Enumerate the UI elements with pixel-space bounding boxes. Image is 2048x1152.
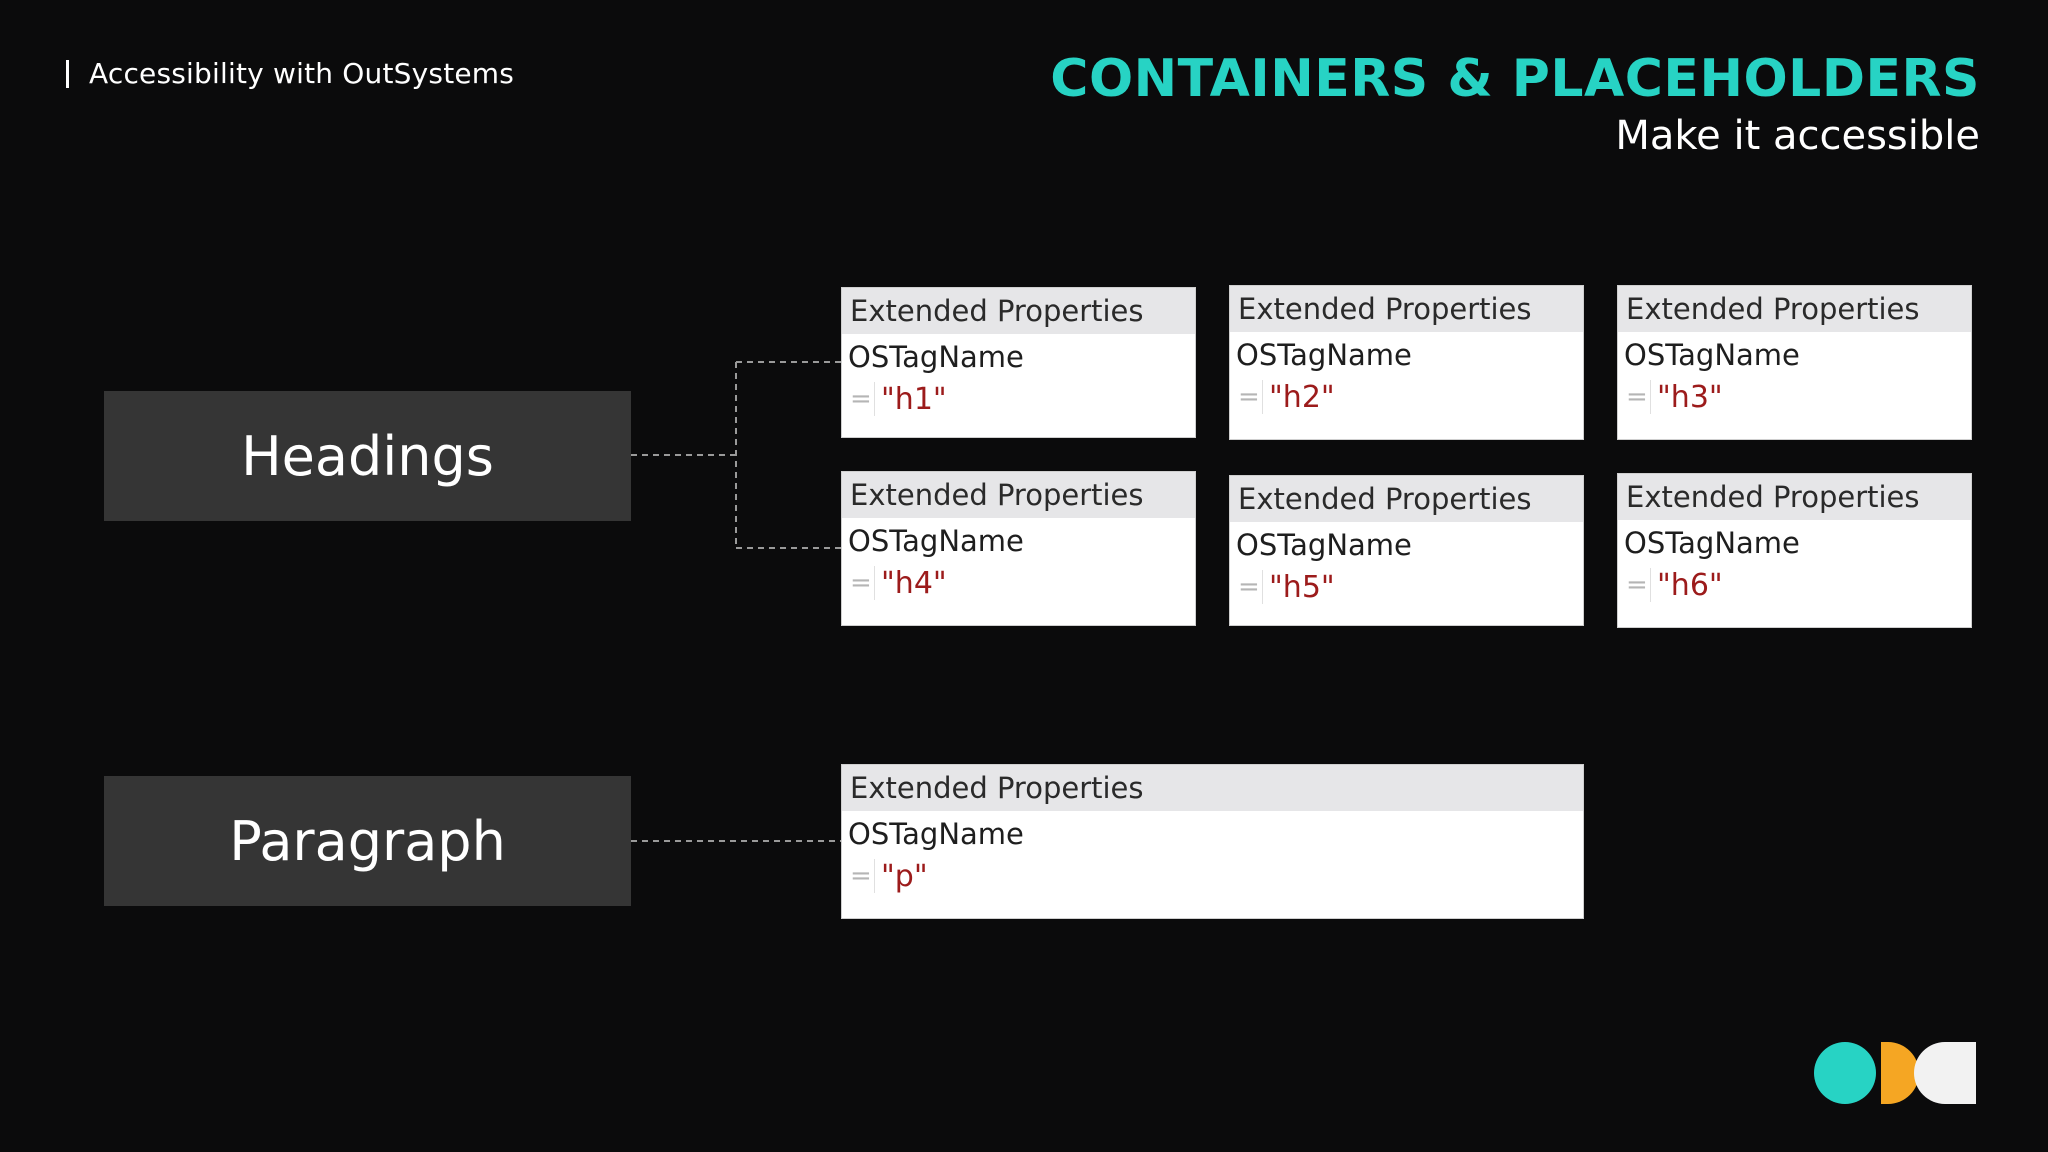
property-value-row: = "h1" bbox=[842, 380, 1195, 418]
property-name: OSTagName bbox=[1236, 528, 1412, 562]
property-name: OSTagName bbox=[1624, 338, 1800, 372]
paragraph-category: Paragraph bbox=[104, 776, 631, 906]
property-name: OSTagName bbox=[1236, 338, 1412, 372]
equals-sign: = bbox=[1626, 382, 1648, 412]
property-value[interactable]: "h5" bbox=[1269, 569, 1335, 605]
equals-sign: = bbox=[850, 568, 872, 598]
property-name: OSTagName bbox=[848, 524, 1024, 558]
panel-header: Extended Properties bbox=[842, 765, 1583, 811]
extended-properties-panel-h5: Extended Properties OSTagName = "h5" bbox=[1229, 475, 1584, 626]
brand-divider bbox=[66, 59, 69, 88]
extended-properties-panel-h2: Extended Properties OSTagName = "h2" bbox=[1229, 285, 1584, 440]
property-value[interactable]: "h1" bbox=[881, 381, 947, 417]
value-separator bbox=[1262, 570, 1263, 604]
property-value[interactable]: "h4" bbox=[881, 565, 947, 601]
property-value-row: = "p" bbox=[842, 857, 1583, 895]
value-separator bbox=[1262, 380, 1263, 414]
value-separator bbox=[1650, 380, 1651, 414]
extended-properties-panel-h6: Extended Properties OSTagName = "h6" bbox=[1617, 473, 1972, 628]
value-separator bbox=[874, 566, 875, 600]
property-value[interactable]: "h6" bbox=[1657, 567, 1723, 603]
property-value[interactable]: "h3" bbox=[1657, 379, 1723, 415]
logo-teal-circle bbox=[1814, 1042, 1876, 1104]
equals-sign: = bbox=[1238, 572, 1260, 602]
brand: Accessibility with OutSystems bbox=[66, 57, 514, 90]
value-separator bbox=[874, 382, 875, 416]
equals-sign: = bbox=[1626, 570, 1648, 600]
slide-title: CONTAINERS & PLACEHOLDERS bbox=[1050, 49, 1980, 109]
property-value-row: = "h6" bbox=[1618, 566, 1971, 604]
equals-sign: = bbox=[1238, 382, 1260, 412]
panel-header: Extended Properties bbox=[842, 472, 1195, 518]
value-separator bbox=[874, 859, 875, 893]
extended-properties-panel-h4: Extended Properties OSTagName = "h4" bbox=[841, 471, 1196, 626]
logo-white-crescent bbox=[1914, 1042, 1976, 1104]
property-value-row: = "h4" bbox=[842, 564, 1195, 602]
property-value[interactable]: "h2" bbox=[1269, 379, 1335, 415]
logo-orange-half bbox=[1881, 1042, 1919, 1104]
property-name: OSTagName bbox=[1624, 526, 1800, 560]
equals-sign: = bbox=[850, 384, 872, 414]
title-block: CONTAINERS & PLACEHOLDERS Make it access… bbox=[1050, 48, 1980, 162]
property-value-row: = "h5" bbox=[1230, 568, 1583, 606]
equals-sign: = bbox=[850, 861, 872, 891]
value-separator bbox=[1650, 568, 1651, 602]
property-name: OSTagName bbox=[848, 340, 1024, 374]
panel-header: Extended Properties bbox=[842, 288, 1195, 334]
extended-properties-panel-p: Extended Properties OSTagName = "p" bbox=[841, 764, 1584, 919]
property-value-row: = "h3" bbox=[1618, 378, 1971, 416]
extended-properties-panel-h3: Extended Properties OSTagName = "h3" bbox=[1617, 285, 1972, 440]
panel-header: Extended Properties bbox=[1618, 286, 1971, 332]
property-value-row: = "h2" bbox=[1230, 378, 1583, 416]
panel-header: Extended Properties bbox=[1230, 286, 1583, 332]
slide-subtitle: Make it accessible bbox=[1615, 113, 1980, 159]
extended-properties-panel-h1: Extended Properties OSTagName = "h1" bbox=[841, 287, 1196, 438]
panel-header: Extended Properties bbox=[1618, 474, 1971, 520]
property-name: OSTagName bbox=[848, 817, 1024, 851]
brand-text: Accessibility with OutSystems bbox=[89, 57, 515, 90]
outsystems-shapes-logo-icon bbox=[1814, 1042, 1976, 1104]
panel-header: Extended Properties bbox=[1230, 476, 1583, 522]
property-value[interactable]: "p" bbox=[881, 858, 928, 894]
headings-category: Headings bbox=[104, 391, 631, 521]
